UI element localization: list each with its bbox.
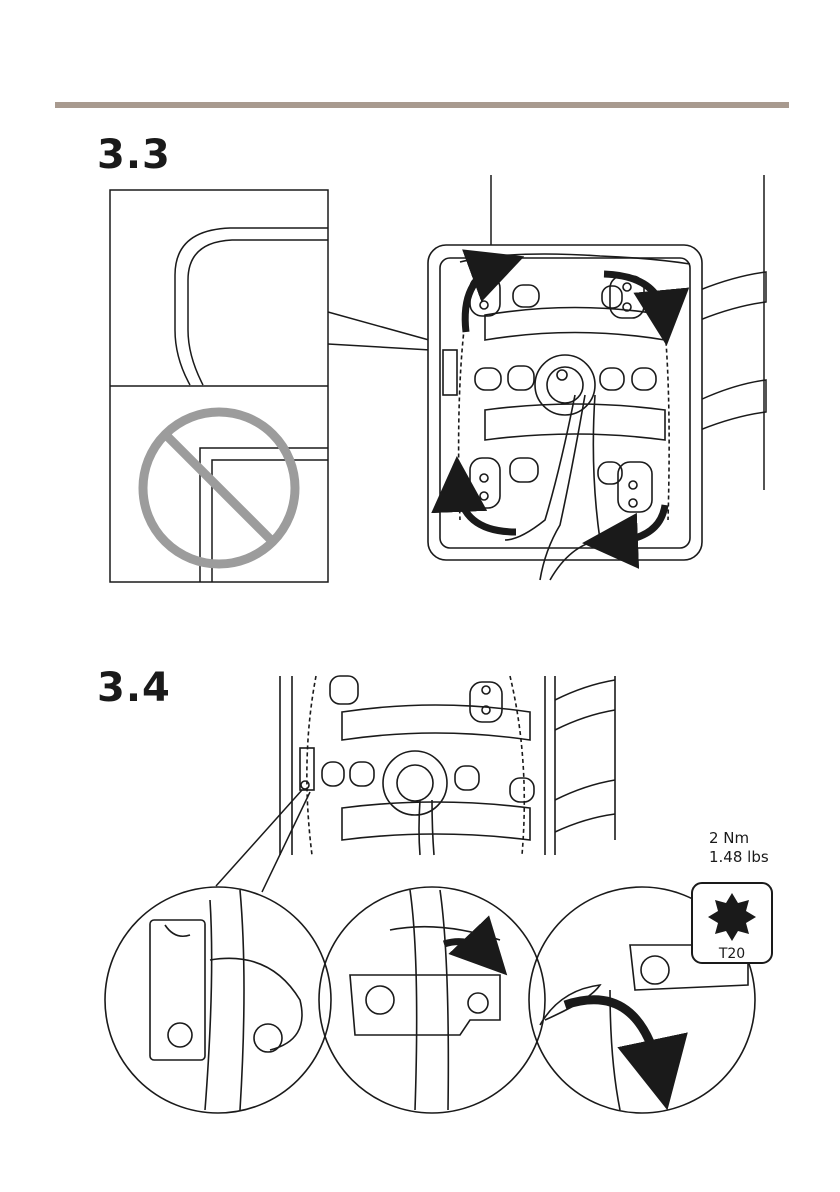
rotate-arrow-small	[444, 942, 488, 955]
detail-circle-2	[319, 887, 545, 1113]
cable-bend-detail	[110, 190, 328, 582]
mount-box-closeup	[280, 676, 615, 855]
detail-circle-1	[105, 887, 331, 1113]
prohibited-icon	[143, 412, 295, 564]
closeup-callout-lines	[216, 790, 310, 892]
tool-label: T20	[718, 946, 745, 962]
